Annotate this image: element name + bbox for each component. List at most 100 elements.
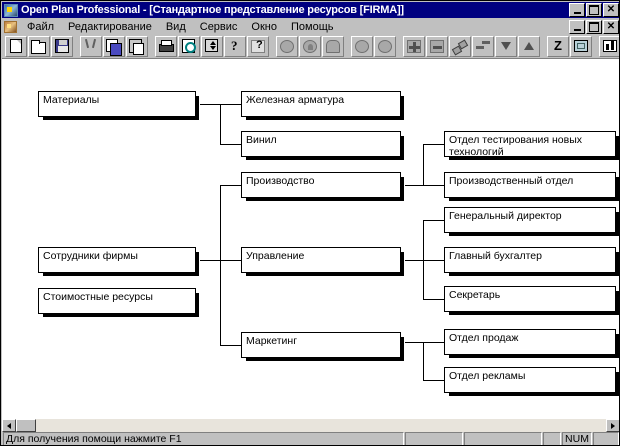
diagram-node-label: Главный бухгалтер (449, 250, 542, 262)
diagram-node-gl-buhgalter[interactable]: Главный бухгалтер (444, 247, 619, 276)
remove-button[interactable] (426, 36, 448, 57)
diagram-node-label: Генеральный директор (449, 210, 562, 222)
diagram-node-upravlenie[interactable]: Управление (241, 247, 404, 276)
close-button[interactable]: ✕ (603, 3, 619, 17)
menu-item-window[interactable]: Окно (251, 21, 277, 33)
mdi-minimize-button[interactable] (569, 20, 585, 34)
diagram-node-proizvodstvo[interactable]: Производство (241, 172, 404, 201)
context-help-button[interactable] (247, 36, 269, 57)
arrow-up-icon (521, 39, 537, 54)
connector-line (423, 144, 424, 185)
circle-icon (279, 39, 295, 54)
connector-line (220, 104, 241, 105)
horizontal-scrollbar[interactable] (2, 418, 619, 432)
grid-icon (573, 39, 589, 54)
window-title: Open Plan Professional - [Стандартное пр… (21, 4, 404, 16)
link-button[interactable] (449, 36, 471, 57)
connector-line (200, 104, 220, 105)
scrollbar-track[interactable] (16, 419, 606, 432)
material-resource-button[interactable] (322, 36, 344, 57)
grid-view-button[interactable] (570, 36, 592, 57)
paste-icon (129, 39, 145, 55)
connector-line (200, 260, 220, 261)
app-icon (4, 3, 18, 17)
status-pane-a (405, 432, 463, 445)
toolbar: ? Z (2, 35, 619, 59)
window-controls: ✕ (568, 3, 619, 17)
diagram-node-sekretar[interactable]: Секретарь (444, 286, 619, 315)
person-resource-button[interactable] (299, 36, 321, 57)
maximize-button[interactable] (586, 3, 602, 17)
resource-button[interactable] (276, 36, 298, 57)
print-button[interactable] (155, 36, 177, 57)
menu-item-help[interactable]: Помощь (290, 21, 334, 33)
open-button[interactable] (28, 36, 50, 57)
sort-button[interactable] (201, 36, 223, 57)
other-resource-button[interactable] (374, 36, 396, 57)
scroll-right-button[interactable] (606, 419, 619, 432)
paste-button[interactable] (126, 36, 148, 57)
diagram-node-label: Материалы (43, 94, 100, 106)
diagram-node-stoimostnye[interactable]: Стоимостные ресурсы (38, 288, 199, 317)
document-icon[interactable] (4, 21, 17, 33)
minus-icon (429, 39, 445, 54)
help-button[interactable]: ? (224, 36, 246, 57)
connector-line (423, 220, 424, 299)
left-arrow-icon (7, 422, 11, 429)
print-preview-button[interactable] (178, 36, 200, 57)
diagram-node-otdel-test[interactable]: Отдел тестирования новых технологий (444, 131, 619, 160)
save-disk-icon (54, 39, 70, 54)
menu-item-view[interactable]: Вид (165, 21, 186, 33)
mdi-child-controls: ✕ (568, 20, 619, 34)
diagram-node-marketing[interactable]: Маркетинг (241, 332, 404, 361)
scrollbar-thumb[interactable] (16, 419, 36, 432)
mdi-close-button[interactable]: ✕ (603, 20, 619, 34)
link-icon (452, 39, 468, 54)
chart-view-button[interactable] (599, 36, 619, 57)
diagram-node-label: Управление (246, 250, 305, 262)
indent-button[interactable] (472, 36, 494, 57)
add-button[interactable] (403, 36, 425, 57)
status-badge-num: NUM (562, 432, 592, 445)
connector-line (405, 342, 423, 343)
menu-item-tools[interactable]: Сервис (199, 21, 238, 33)
move-up-button[interactable] (518, 36, 540, 57)
diagram-node-label: Сотрудники фирмы (43, 250, 138, 262)
cost-resource-button[interactable] (351, 36, 373, 57)
copy-button[interactable] (103, 36, 125, 57)
right-arrow-icon (611, 422, 615, 429)
minimize-button[interactable] (569, 3, 585, 17)
diagram-node-sotrudniki[interactable]: Сотрудники фирмы (38, 247, 199, 276)
diagram-node-zheleznaya[interactable]: Железная арматура (241, 91, 404, 120)
menu-item-edit[interactable]: Редактирование (68, 21, 152, 33)
save-button[interactable] (51, 36, 73, 57)
new-document-button[interactable] (5, 36, 27, 57)
circle-person-icon (302, 39, 318, 54)
diagram-node-proizv-otdel[interactable]: Производственный отдел (444, 172, 619, 201)
question-mark-icon: ? (231, 38, 238, 53)
diagram-node-label: Стоимостные ресурсы (43, 291, 153, 303)
up-down-arrows-icon (204, 39, 220, 54)
scissors-icon (83, 39, 99, 54)
mdi-restore-button[interactable] (586, 20, 602, 34)
diagram-node-label: Отдел продаж (449, 332, 519, 344)
move-down-button[interactable] (495, 36, 517, 57)
diagram-node-materialy[interactable]: Материалы (38, 91, 199, 120)
diagram-node-label: Отдел рекламы (449, 370, 526, 382)
diagram-node-otdel-reklamy[interactable]: Отдел рекламы (444, 367, 619, 396)
diagram-node-gen-direktor[interactable]: Генеральный директор (444, 207, 619, 236)
zoom-button[interactable]: Z (547, 36, 569, 57)
connector-line (423, 185, 444, 186)
connector-line (220, 144, 241, 145)
scroll-left-button[interactable] (2, 419, 16, 432)
diagram-node-otdel-prodazh[interactable]: Отдел продаж (444, 329, 619, 358)
copy-icon (106, 39, 122, 56)
cut-button[interactable] (80, 36, 102, 57)
diagram-node-label: Винил (246, 134, 277, 146)
connector-line (423, 260, 444, 261)
menu-item-file[interactable]: Файл (27, 21, 55, 33)
diagram-node-vinil[interactable]: Винил (241, 131, 404, 160)
printer-icon (158, 39, 174, 54)
